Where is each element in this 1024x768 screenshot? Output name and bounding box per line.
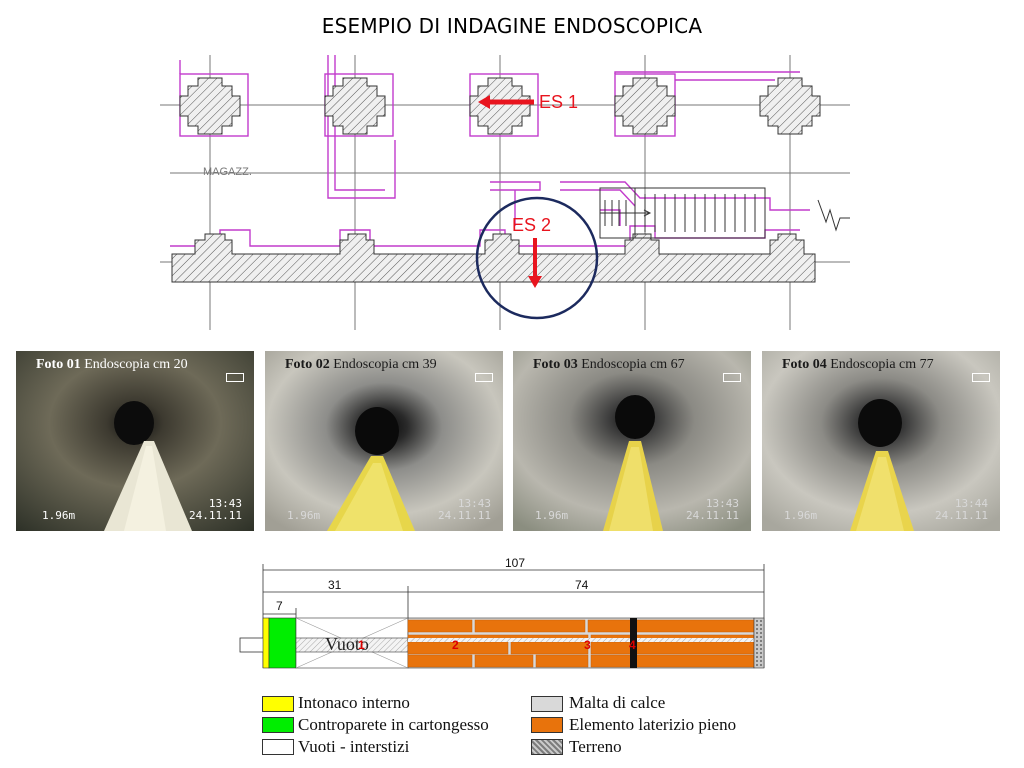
- photo-03-caption: Foto 03 Endoscopia cm 67: [533, 357, 685, 372]
- photo-03-date: 24.11.11: [686, 509, 739, 522]
- photo-04-scale: 1.96m: [784, 509, 818, 522]
- dim-c: 7: [276, 599, 283, 613]
- endoscope-view-03: [513, 351, 751, 531]
- legend-swatch-malta: [531, 696, 563, 712]
- es1-label: ES 1: [539, 92, 579, 112]
- es1-arrow: [478, 95, 534, 109]
- endoscope-view-01: [16, 351, 254, 531]
- es2-arrow: [528, 238, 542, 288]
- wall-section: [239, 564, 765, 669]
- marker-1: 1: [358, 638, 365, 652]
- photo-01-scale: 1.96m: [42, 509, 76, 522]
- endoscope-view-02: [265, 351, 503, 531]
- legend-label-intonaco: Intonaco interno: [298, 693, 410, 712]
- photo-04-caption: Foto 04 Endoscopia cm 77: [782, 357, 934, 372]
- dim-b: 74: [575, 578, 589, 592]
- photo-01-date: 24.11.11: [189, 509, 242, 522]
- photo-04-date: 24.11.11: [935, 509, 988, 522]
- es2-label: ES 2: [512, 215, 552, 235]
- legend-swatch-terreno: [531, 739, 563, 755]
- joint-dark: [630, 618, 637, 668]
- photo-01: Foto 01 Endoscopia cm 20 1.96m 13:43 24.…: [16, 351, 254, 531]
- floor-plan: [160, 55, 850, 330]
- marker-4: 4: [629, 638, 636, 652]
- legend-label-terreno: Terreno: [569, 737, 622, 756]
- legend-label-vuoti: Vuoti - interstizi: [298, 737, 410, 756]
- legend-label-laterizio: Elemento laterizio pieno: [569, 715, 737, 734]
- legend-swatch-laterizio: [531, 717, 563, 733]
- legend-label-malta: Malta di calce: [569, 693, 666, 712]
- photo-02-caption: Foto 02 Endoscopia cm 39: [285, 357, 437, 372]
- dim-a: 31: [328, 578, 342, 592]
- marker-2: 2: [452, 638, 459, 652]
- photo-02-time: 13:43: [457, 497, 491, 510]
- terreno-layer: [753, 617, 765, 669]
- photo-01-caption: Foto 01 Endoscopia cm 20: [36, 357, 188, 372]
- legend-swatch-vuoti: [262, 739, 294, 755]
- battery-icon: [723, 373, 741, 382]
- battery-icon: [226, 373, 244, 382]
- legend-swatch-cartongesso: [262, 717, 294, 733]
- photo-04: Foto 04 Endoscopia cm 77 1.96m 13:44 24.…: [762, 351, 1000, 531]
- perimeter-wall: [171, 233, 816, 283]
- endoscope-view-04: [762, 351, 1000, 531]
- photo-03-time: 13:43: [705, 497, 739, 510]
- legend-label-cartongesso: Controparete in cartongesso: [298, 715, 489, 734]
- photo-02-scale: 1.96m: [287, 509, 321, 522]
- photo-04-time: 13:44: [954, 497, 988, 510]
- dim-total: 107: [505, 556, 526, 570]
- photo-02-date: 24.11.11: [438, 509, 491, 522]
- photo-02: Foto 02 Endoscopia cm 39 1.96m 13:43 24.…: [265, 351, 503, 531]
- photo-01-time: 13:43: [208, 497, 242, 510]
- marker-3: 3: [584, 638, 591, 652]
- intonaco-layer: [262, 617, 270, 669]
- void-label: Vuoto: [325, 634, 369, 654]
- brick-courses: [407, 619, 755, 668]
- photo-03: Foto 03 Endoscopia cm 67 1.96m 13:43 24.…: [513, 351, 751, 531]
- battery-icon: [475, 373, 493, 382]
- cartongesso-layer: [268, 617, 297, 669]
- staircase: [599, 187, 850, 239]
- photo-03-scale: 1.96m: [535, 509, 569, 522]
- pillars: [179, 77, 821, 135]
- room-label: MAGAZZ.: [203, 166, 252, 178]
- legend-swatch-intonaco: [262, 696, 294, 712]
- battery-icon: [972, 373, 990, 382]
- es2-circle: [475, 196, 599, 320]
- page-title: ESEMPIO DI INDAGINE ENDOSCOPICA: [321, 14, 703, 38]
